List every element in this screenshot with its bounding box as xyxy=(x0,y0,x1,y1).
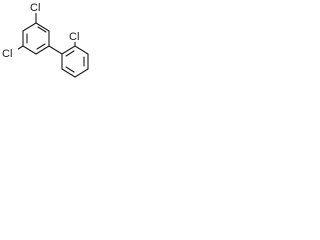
double-bond-right-c xyxy=(65,66,75,73)
atom-cl-top-left: Cl xyxy=(29,1,45,14)
cl-bottom-left-label: Cl xyxy=(2,48,12,60)
left-benzene-ring xyxy=(22,22,50,55)
bond-right-4 xyxy=(74,68,89,78)
bond-left-3 xyxy=(35,45,50,55)
bond-right-1 xyxy=(61,45,76,55)
right-benzene-ring xyxy=(61,45,89,78)
bond-right-5 xyxy=(61,68,76,78)
cl-top-left-label: Cl xyxy=(30,2,40,14)
atom-cl-right: Cl xyxy=(68,30,84,43)
atom-cl-bottom-left: Cl xyxy=(2,47,18,60)
structure-svg: Cl Cl Cl xyxy=(2,1,89,78)
bond-left-4 xyxy=(22,45,37,55)
molecule-drawing: Cl Cl Cl xyxy=(0,0,117,98)
biaryl-bond xyxy=(48,45,63,55)
bond-right-2 xyxy=(74,45,89,55)
bond-left-6 xyxy=(22,22,37,32)
cl-right-label: Cl xyxy=(69,31,79,43)
double-bond-left-a xyxy=(37,26,47,33)
double-bond-left-b xyxy=(36,43,46,50)
bond-left-1 xyxy=(35,22,50,32)
double-bond-right-a xyxy=(65,50,75,57)
